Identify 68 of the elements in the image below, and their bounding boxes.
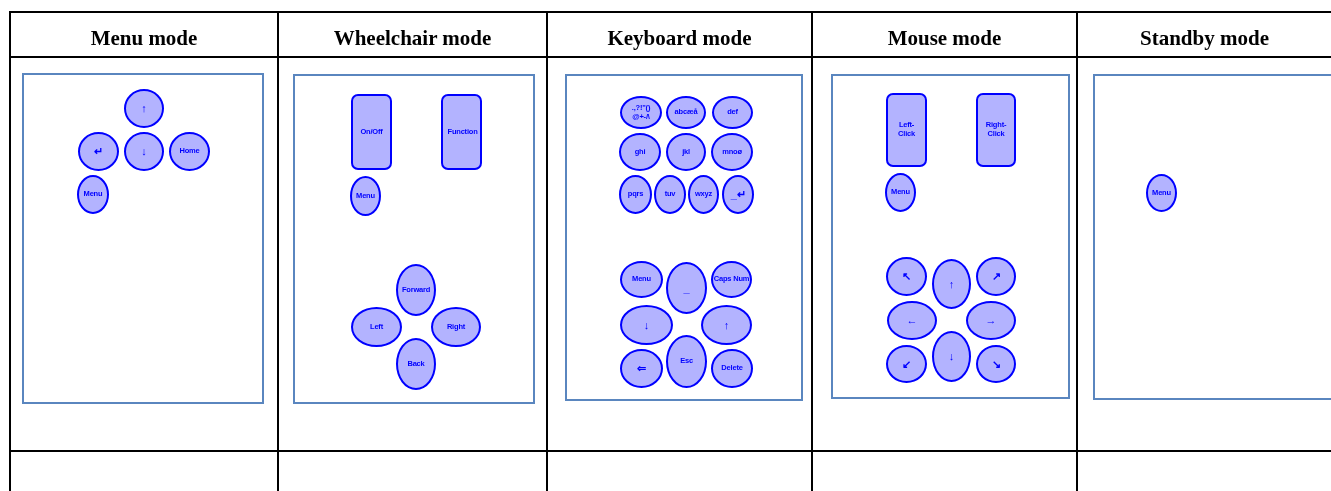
key-label: ↙ [902,357,911,371]
key-label: → [985,314,997,327]
screen-panel [22,73,264,404]
oval-key [654,175,686,214]
key-label: ↓ [948,350,955,363]
oval-key [666,335,707,388]
key-label: _ [683,281,690,295]
oval-key [169,132,210,171]
screen-panel [293,74,535,404]
oval-key [886,345,927,383]
key-label: ↵ [94,145,103,158]
key-label: ⇐ [637,362,646,375]
screen-panel [1093,74,1331,400]
oval-key [620,261,663,298]
oval-key [887,301,937,340]
oval-key [350,176,381,216]
column-heading: Keyboard mode [607,26,752,50]
oval-key [396,264,436,316]
column-heading: Standby mode [1140,26,1269,50]
oval-key [932,331,971,382]
screen-panel [831,74,1070,399]
oval-key [932,259,971,309]
oval-key [886,257,927,296]
key-label: ↓ [643,318,650,332]
oval-key [976,257,1016,296]
oval-key [976,345,1016,383]
oval-key [722,175,754,214]
oval-key [666,96,706,129]
key-label: ← [906,314,918,327]
oval-key [620,96,662,129]
column-heading: Menu mode [90,26,198,50]
oval-key [124,89,164,128]
screen-panel [565,74,803,401]
oval-key [711,261,752,298]
oval-key [396,338,436,390]
key-label: ↓ [141,145,147,158]
oval-key [77,175,109,214]
oval-key [666,262,707,314]
oval-key [712,96,753,129]
rounded-key [351,94,392,170]
oval-key [701,305,752,345]
oval-key [619,175,652,214]
key-label: _↵ [730,188,746,201]
oval-key [688,175,719,214]
key-label: ↑ [723,318,730,332]
oval-key [711,133,753,171]
column-heading: Mouse mode [887,26,1002,50]
oval-key [711,349,753,388]
key-label: ↑ [948,277,955,291]
rounded-key [441,94,482,170]
key-label: ↘ [991,357,1001,371]
rounded-key [976,93,1016,167]
oval-key [124,132,164,171]
column-heading: Wheelchair mode [333,26,492,50]
oval-key [620,305,673,345]
oval-key [78,132,119,171]
key-label: ↑ [141,102,147,115]
oval-key [1146,174,1177,212]
oval-key [351,307,402,347]
oval-key [666,133,706,171]
rounded-key [886,93,927,167]
oval-key [885,173,916,212]
oval-key [966,301,1016,340]
key-label: ↗ [991,270,1001,283]
oval-key [620,349,663,388]
oval-key [431,307,481,347]
key-label: ↖ [902,270,911,283]
oval-key [619,133,661,171]
